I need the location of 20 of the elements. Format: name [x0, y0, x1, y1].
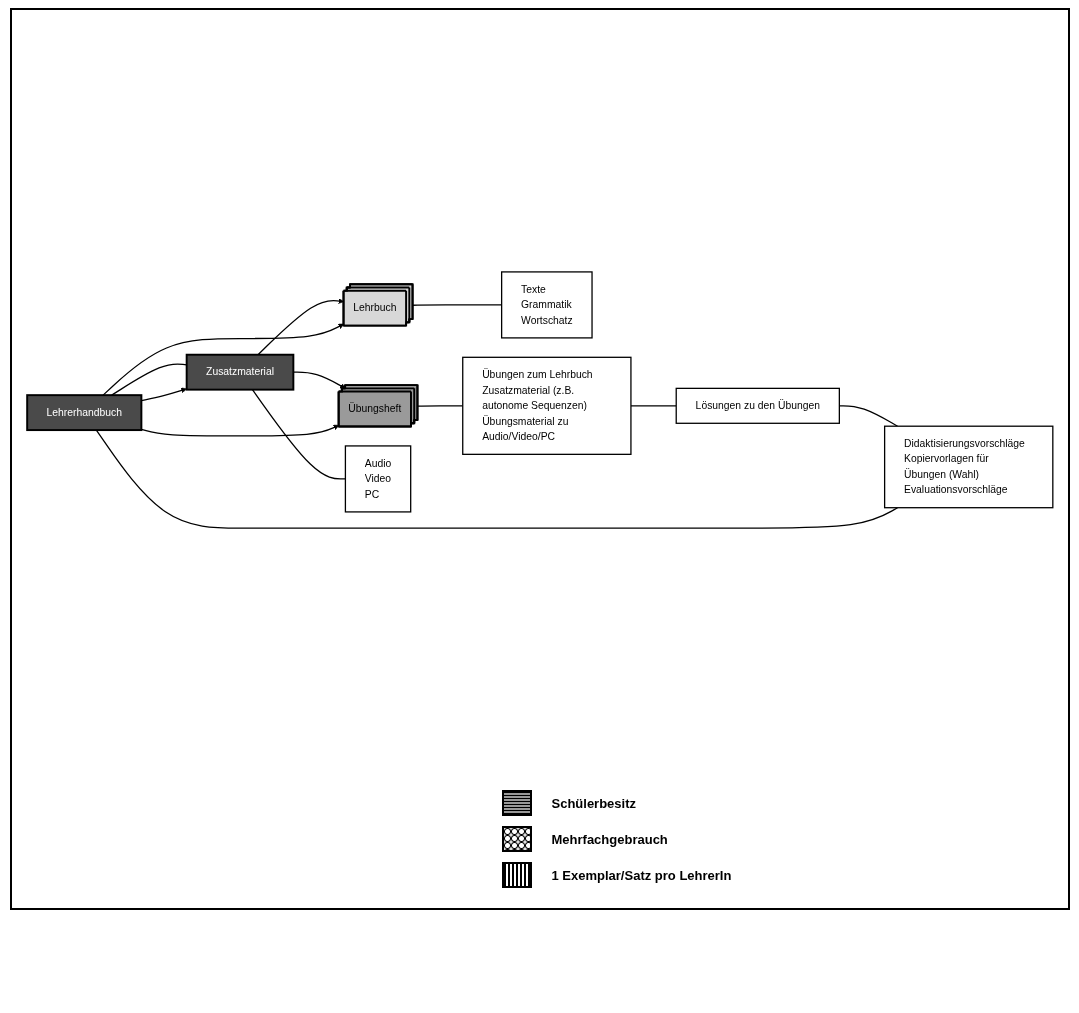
connector [411, 304, 502, 306]
node-box: Zusatzmaterial [185, 353, 294, 391]
node-box: Didaktisierungsvorschläge Kopiervorlagen für Übungen (Wahl) Evaluationsvorschläge [883, 425, 1053, 509]
arrow [140, 424, 339, 437]
node-box: Lehrerhandbuch [25, 394, 142, 432]
arrow [140, 387, 187, 402]
arrow [292, 371, 346, 389]
legend-text: Mehrfachgebrauch [551, 831, 668, 847]
legend-text: 1 Exemplar/Satz pro LehrerIn [551, 867, 732, 883]
node-box: Texte Grammatik Wortschatz [500, 271, 593, 339]
connector [416, 405, 463, 407]
legend-text: Schülerbesitz [551, 795, 637, 811]
connector [110, 363, 187, 396]
node-box: Übungen zum Lehrbuch Zusatzmaterial (z.B. autonome Sequenzen) Übungsmaterial zu Audio/Video/PC [461, 356, 632, 455]
node-box: Lösungen zu den Übungen [675, 387, 840, 424]
arrow [256, 298, 344, 356]
connector [838, 405, 898, 427]
node-box: Audio Video PC [344, 445, 411, 513]
arrow [101, 323, 344, 396]
connector [95, 429, 898, 529]
